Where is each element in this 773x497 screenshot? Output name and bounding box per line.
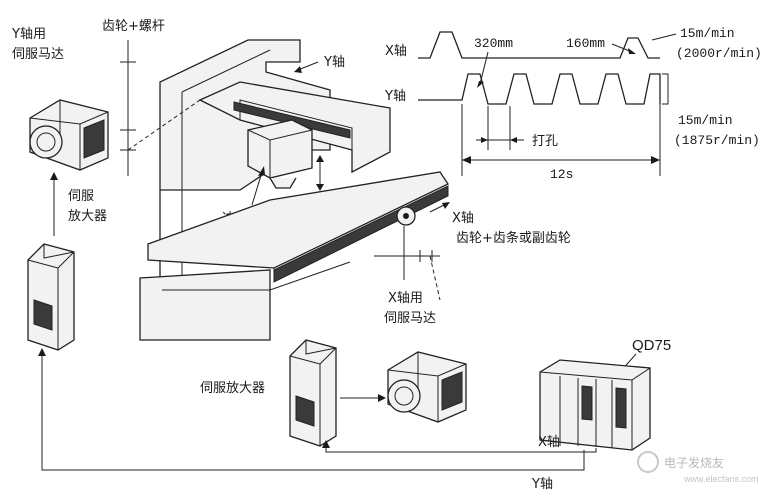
qd75-plc [539,359,651,451]
qd75-label: QD75 [632,337,671,354]
y-motor-label-line2: 伺服马达 [12,47,64,62]
x-speed-pointer [651,33,677,41]
y-axis-top-label: Y轴 [323,55,345,70]
watermark: 电子发烧友 www.elecfans.com [637,451,759,484]
x-rpm-label: (2000r/min) [676,46,762,61]
servo-amplifier-bottom [289,339,337,447]
servo-amp-left-line2: 放大器 [68,209,107,224]
dist-320-arrow [479,51,489,85]
watermark-text: 电子发烧友 [664,455,724,470]
watermark-url: www.elecfans.com [683,474,759,484]
gear-rack-label: 齿轮+齿条或副齿轮 [456,230,571,246]
punch-head [247,119,313,179]
x-axis-speed-trace [418,31,660,59]
y-motor-label-line1: Y轴用 [11,27,46,42]
x-axis-side-label: X轴 [452,211,474,226]
x-coupling-line [374,226,440,280]
y-axis-signal-line [41,354,585,471]
x-axis-servo-motor [387,351,467,423]
x-motor-label-line1: X轴用 [388,291,423,306]
gear-screw-label: 齿轮+螺杆 [102,19,165,34]
y-axis-signal-label: Y轴 [531,477,553,492]
y-speed-label: 15m/min [678,113,733,128]
y-axis-speed-trace [418,73,661,105]
y-axis-servo-motor [29,99,109,171]
dist-320-label: 320mm [474,36,513,51]
watermark-logo-icon [637,451,659,473]
timing-y-row-label: Y轴 [384,89,406,104]
servo-amplifier-left [27,243,75,351]
x-axis-signal-label: X轴 [538,435,560,450]
y-coupling-line [120,40,136,176]
x-motor-label-line2: 伺服马达 [384,311,436,326]
y-rpm-label: (1875r/min) [674,133,760,148]
servo-amp-bottom-label: 伺服放大器 [200,381,265,396]
servo-amp-left-line1: 伺服 [68,189,94,204]
y-speed-bracket [662,73,669,105]
x-speed-label: 15m/min [680,26,735,41]
drilling-label: 打孔 [532,134,558,149]
punch-press-machine: 冲头 Y轴 X轴 齿轮+齿条或副齿轮 [139,39,571,341]
dist-160-label: 160mm [566,36,605,51]
x-axis-signal-line [325,446,597,453]
duration-label: 12s [550,167,573,182]
timing-chart: X轴 Y轴 320mm 160mm 15m/min (2000r/min) 15… [384,26,762,182]
timing-x-row-label: X轴 [385,44,407,59]
machine-base [139,269,271,341]
